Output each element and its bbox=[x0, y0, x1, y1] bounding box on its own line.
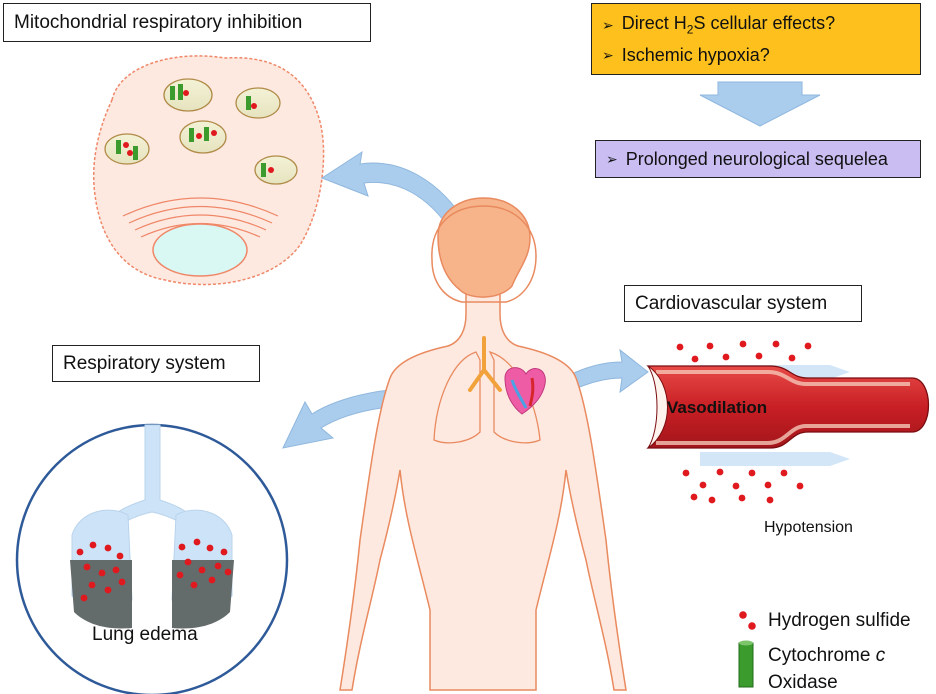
heart bbox=[504, 367, 546, 415]
lung-edema-label: Lung edema bbox=[92, 624, 198, 645]
mitochondrion-5 bbox=[254, 155, 298, 185]
legend-h2s-label: Hydrogen sulfide bbox=[768, 610, 911, 631]
cell-nucleus bbox=[152, 223, 248, 277]
arrow-bullet-icon: ➢ bbox=[606, 150, 618, 167]
h2s-dots-lung bbox=[76, 538, 232, 602]
mitochondrion-2 bbox=[235, 87, 281, 119]
label-mitochondrial-inhibition: Mitochondrial respiratory inhibition bbox=[3, 3, 371, 42]
sequelae-text: Prolonged neurological sequelea bbox=[625, 148, 888, 169]
brain bbox=[437, 197, 531, 298]
legend-h2s-icon bbox=[739, 611, 756, 630]
sequelae-box: ➢ Prolonged neurological sequelea bbox=[595, 140, 921, 178]
lung-edema-fill bbox=[70, 560, 234, 629]
legend-cytochrome-icon bbox=[738, 640, 754, 688]
effects-box: ➢ Direct H2S cellular effects? ➢ Ischemi… bbox=[591, 3, 921, 75]
arrow-down-blue bbox=[699, 81, 821, 127]
legend-cytochrome-label: Cytochrome c bbox=[768, 645, 886, 666]
hypotension-label: Hypotension bbox=[764, 519, 853, 536]
blood-vessel bbox=[646, 365, 930, 449]
label-cardiovascular-system: Cardiovascular system bbox=[624, 285, 862, 322]
trachea bbox=[468, 336, 502, 392]
arrow-to-cell bbox=[320, 150, 469, 233]
h2s-dots-vessel bbox=[676, 340, 812, 504]
mitochondrion-4 bbox=[104, 133, 150, 165]
golgi bbox=[122, 197, 279, 238]
vasodilation-label: Vasodilation bbox=[667, 398, 768, 417]
label-respiratory-system: Respiratory system bbox=[52, 345, 260, 382]
mitochondrion-1 bbox=[163, 78, 213, 112]
effects-item-2: ➢ Ischemic hypoxia? bbox=[602, 40, 910, 70]
mitochondrion-3 bbox=[179, 120, 227, 154]
effects-item-1: ➢ Direct H2S cellular effects? bbox=[602, 10, 910, 40]
legend-oxidase-label: Oxidase bbox=[768, 672, 838, 693]
effects-item-1-text: Direct H2S cellular effects? bbox=[621, 13, 836, 37]
effects-item-2-text: Ischemic hypoxia? bbox=[621, 44, 770, 65]
arrow-bullet-icon: ➢ bbox=[602, 16, 614, 33]
arrow-bullet-icon: ➢ bbox=[602, 46, 614, 63]
head-outline bbox=[431, 205, 537, 303]
